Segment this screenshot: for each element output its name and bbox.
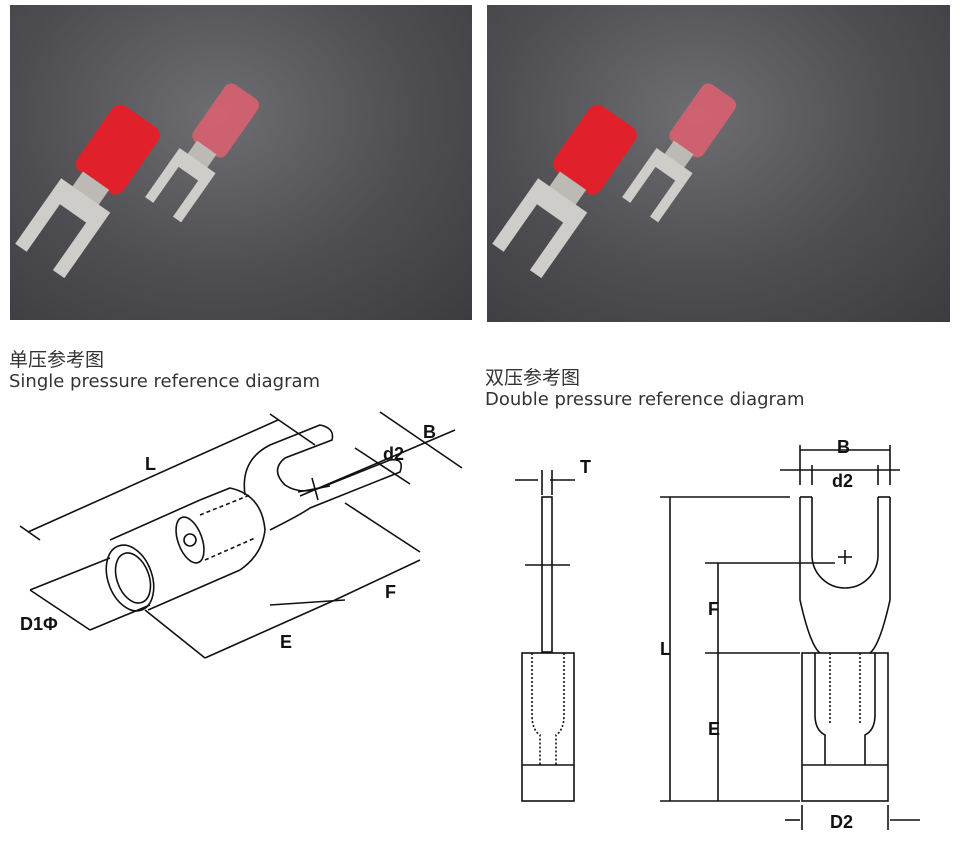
product-photo-single — [10, 5, 472, 320]
label-F: F — [708, 599, 719, 619]
label-T: T — [580, 457, 591, 477]
single-pressure-diagram: L B d2 F E D1Φ — [19, 411, 463, 659]
label-D2: D2 — [830, 812, 853, 832]
double-title-en: Double pressure reference diagram — [485, 388, 805, 410]
double-caption: 双压参考图 Double pressure reference diagram — [485, 367, 805, 411]
label-B: B — [837, 437, 850, 457]
label-D1: D1Φ — [20, 614, 58, 634]
single-title-en: Single pressure reference diagram — [9, 370, 321, 392]
double-pressure-diagram: T B d2 F L E D2 — [515, 437, 920, 832]
label-E: E — [708, 719, 720, 739]
label-L: L — [660, 639, 671, 659]
double-title-zh: 双压参考图 — [485, 367, 581, 389]
single-title-zh: 单压参考图 — [9, 349, 105, 371]
single-caption: 单压参考图 Single pressure reference diagram — [9, 349, 321, 393]
spade-terminal-photo — [15, 83, 259, 279]
spade-terminal-photo — [492, 83, 736, 279]
label-E: E — [280, 632, 292, 652]
label-F: F — [385, 582, 396, 602]
label-L: L — [145, 454, 156, 474]
label-d2: d2 — [383, 444, 404, 464]
product-photo-double — [487, 5, 950, 322]
label-B: B — [423, 422, 436, 442]
label-d2: d2 — [832, 471, 853, 491]
